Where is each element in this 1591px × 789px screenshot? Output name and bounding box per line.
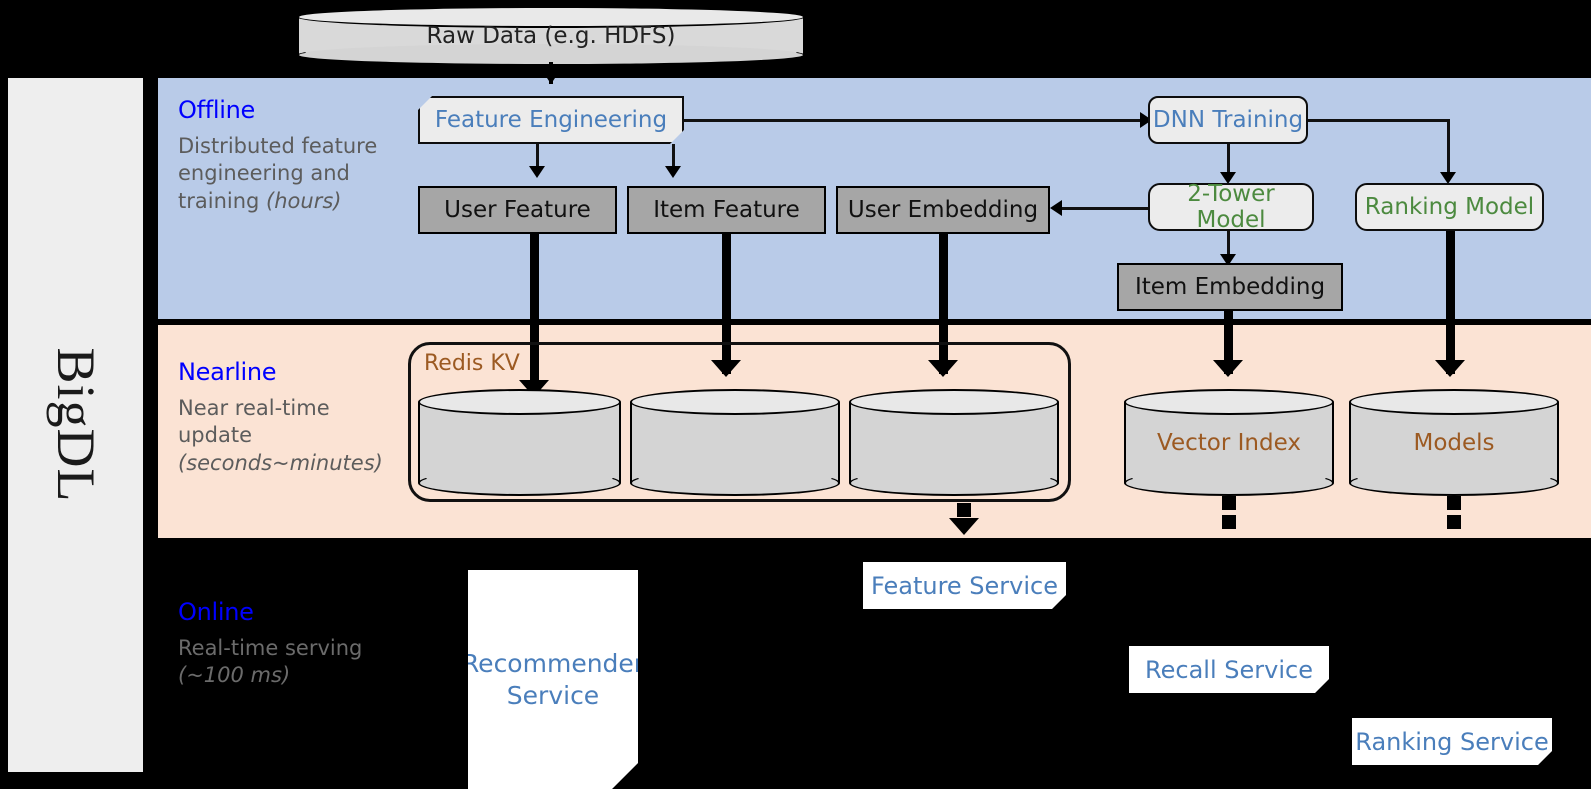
recommender-service-label: Recommender Service: [461, 649, 645, 710]
dash-models-1: [1447, 496, 1461, 510]
arrowhead-fe-userfeature: [529, 166, 545, 178]
user-feature-label: User Feature: [444, 196, 591, 223]
arrowhead-dnn-ranking: [1440, 172, 1456, 184]
user-embedding-node[interactable]: User Embedding: [836, 186, 1050, 234]
online-stage-desc: Real-time serving (~100 ms): [178, 635, 408, 690]
arrowhead-dnn-twotower: [1220, 172, 1236, 184]
item-feature-store-cylinder: [630, 389, 840, 496]
arrowhead-itemfeature-redis: [711, 360, 741, 377]
models-cylinder[interactable]: Models: [1349, 389, 1559, 496]
nearline-stage-title: Nearline: [178, 358, 277, 386]
item-feature-label: Item Feature: [653, 196, 800, 223]
feature-service-node[interactable]: Feature Service: [863, 562, 1066, 609]
offline-desc-emphasis: (hours): [266, 188, 342, 213]
cylinder-top: [297, 6, 805, 28]
offline-stage-title: Offline: [178, 96, 256, 124]
connector-fe-itemfeature: [672, 144, 675, 174]
connector-fe-userfeature: [536, 144, 539, 174]
cylinder-top: [1124, 389, 1334, 415]
arrowhead-fe-itemfeature: [665, 166, 681, 178]
dash-vectorindex-1: [1222, 496, 1236, 510]
online-stage-label: Online Real-time serving (~100 ms): [178, 598, 408, 690]
cylinder-top: [849, 389, 1059, 415]
item-embedding-label: Item Embedding: [1134, 273, 1326, 300]
offline-desc-text: Distributed feature engineering and trai…: [178, 134, 378, 213]
arrowhead-rawdata-fe: [543, 72, 559, 84]
nearline-desc-text: Near real-time update: [178, 396, 330, 448]
user-embedding-store-cylinder: [849, 389, 1059, 496]
raw-data-cylinder: Raw Data (e.g. HDFS): [297, 6, 805, 66]
arrowhead-rankingmodel-models: [1435, 360, 1465, 377]
cylinder-bottom: [1124, 470, 1334, 496]
redis-kv-label: Redis KV: [424, 351, 520, 376]
recall-service-label: Recall Service: [1145, 655, 1313, 684]
user-embedding-label: User Embedding: [847, 196, 1039, 223]
ranking-service-node[interactable]: Ranking Service: [1352, 718, 1552, 765]
arrowhead-redis-featureservice: [949, 518, 979, 535]
recommender-service-node[interactable]: Recommender Service: [468, 570, 638, 789]
connector-twotower-itemembedding: [1227, 231, 1230, 263]
item-embedding-node[interactable]: Item Embedding: [1117, 263, 1343, 311]
nearline-stage-desc: Near real-time update (seconds~minutes): [178, 395, 408, 477]
pipe-itemfeature-redis: [722, 234, 731, 374]
ranking-service-label: Ranking Service: [1355, 727, 1549, 756]
cylinder-bottom: [849, 470, 1059, 496]
raw-data-label: Raw Data (e.g. HDFS): [426, 23, 676, 49]
pipe-rankingmodel-models: [1446, 231, 1455, 374]
arrowhead-itemembedding-vectorindex: [1213, 360, 1243, 377]
bigdl-sidebar: BigDL: [8, 78, 143, 772]
ranking-model-label: Ranking Model: [1364, 193, 1535, 220]
models-label: Models: [1413, 429, 1495, 456]
arrowhead-userembedding-redis: [928, 360, 958, 377]
vector-index-label: Vector Index: [1157, 429, 1301, 456]
cylinder-top: [418, 389, 621, 415]
connector-fe-dnn: [684, 119, 1146, 122]
nearline-stage-label: Nearline Near real-time update (seconds~…: [178, 358, 408, 477]
online-desc-emphasis: (~100 ms): [178, 663, 291, 688]
feature-engineering-node[interactable]: Feature Engineering: [418, 96, 684, 144]
dash-models-2: [1447, 515, 1461, 529]
arrowhead-twotower-userembedding: [1050, 200, 1062, 216]
dash-redis-featureservice: [957, 503, 971, 517]
user-feature-store-cylinder: [418, 389, 621, 496]
ranking-model-node[interactable]: Ranking Model: [1355, 183, 1544, 231]
feature-engineering-label: Feature Engineering: [434, 106, 668, 133]
feature-service-label: Feature Service: [870, 571, 1059, 600]
connector-dnn-ranking-h: [1308, 119, 1450, 122]
online-stage-title: Online: [178, 598, 254, 626]
pipe-itemembedding-vectorindex: [1224, 311, 1233, 374]
two-tower-model-node[interactable]: 2-Tower Model: [1148, 180, 1314, 233]
cylinder-top: [630, 389, 840, 415]
connector-dnn-twotower: [1227, 144, 1230, 180]
offline-stage-label: Offline Distributed feature engineering …: [178, 96, 408, 215]
redis-kv-container: [408, 342, 1071, 502]
cylinder-top: [1349, 389, 1559, 415]
cylinder-bottom: [630, 470, 840, 496]
dnn-training-node[interactable]: DNN Training: [1148, 96, 1308, 144]
recall-service-node[interactable]: Recall Service: [1129, 646, 1329, 693]
cylinder-body: [630, 402, 840, 483]
connector-twotower-userembedding: [1062, 207, 1148, 210]
pipe-userembedding-redis: [939, 234, 948, 374]
cylinder-bottom: [1349, 470, 1559, 496]
pipe-userfeature-redis: [530, 234, 539, 394]
bigdl-label: BigDL: [45, 347, 106, 503]
online-desc-text: Real-time serving: [178, 636, 363, 660]
user-feature-node[interactable]: User Feature: [418, 186, 617, 234]
dnn-training-label: DNN Training: [1152, 106, 1304, 133]
dash-vectorindex-2: [1222, 515, 1236, 529]
item-feature-node[interactable]: Item Feature: [627, 186, 826, 234]
cylinder-bottom: [418, 470, 621, 496]
vector-index-cylinder[interactable]: Vector Index: [1124, 389, 1334, 496]
nearline-desc-emphasis: (seconds~minutes): [178, 450, 383, 475]
offline-stage-desc: Distributed feature engineering and trai…: [178, 133, 408, 215]
two-tower-model-label: 2-Tower Model: [1187, 180, 1275, 233]
connector-dnn-ranking-v: [1447, 119, 1450, 179]
